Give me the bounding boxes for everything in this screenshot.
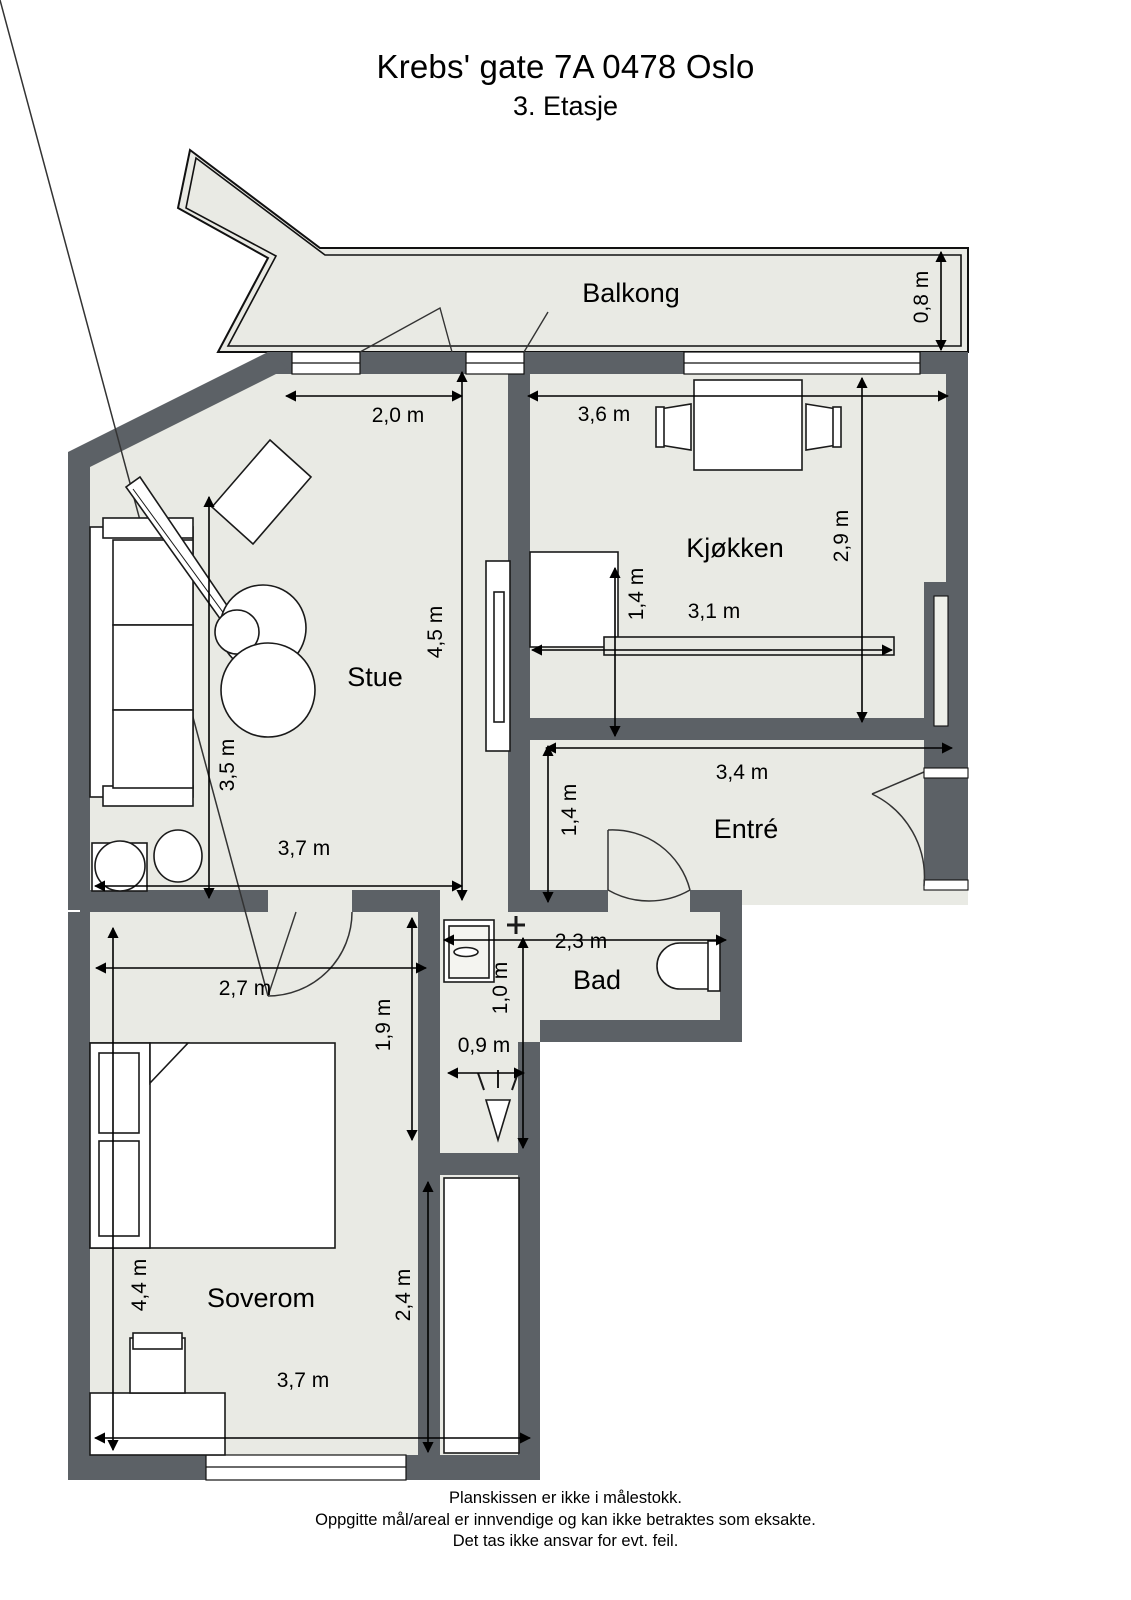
dimlabel-stue-inner-h: 3,5 m [216,739,239,792]
dimlabel-soverom-right-h: 2,4 m [392,1269,415,1322]
room-label-bad: Bad [573,965,621,995]
dimlabel-soverom-top-w: 2,7 m [219,977,272,1000]
disclaimer-line-3: Det tas ikke ansvar for evt. feil. [452,1532,679,1550]
bathroom-door[interactable] [607,829,691,902]
dining-table [693,379,803,471]
dimlabel-kjokken-inner-w: 3,1 m [688,600,741,623]
sofa [89,517,194,807]
dimlabel-entre-height: 1,4 m [558,784,581,837]
balcony-door-middle-swing [523,311,549,353]
wall-bedroom-right [418,1175,440,1455]
wall-angled-upper-left [68,352,288,468]
balcony-outline [176,148,969,353]
balcony-area [176,148,969,353]
room-labels: Balkong Kjøkken Stue Entré Bad Soverom [207,278,784,1313]
wall-right-upper [946,352,968,582]
coffee-table [210,438,313,546]
dimlabel-kjokken-width: 3,6 m [578,403,631,426]
room-label-soverom: Soverom [207,1283,315,1313]
livingroom-window[interactable] [933,595,949,727]
wall-stue-bottom-a [80,890,268,912]
disclaimer-line-2: Oppgitte mål/areal er innvendige og kan … [315,1510,816,1529]
wall-bath-bottom [540,1020,742,1042]
chair [129,1332,186,1394]
armchair [220,642,316,738]
dimlabel-bad-height: 1,0 m [489,962,512,1015]
wall-entre-bottom-a [530,890,608,912]
dimlabel-entre-width: 3,4 m [716,761,769,784]
dimlabel-kjokken-height: 2,9 m [830,510,853,563]
balcony-railing-inner [185,156,962,347]
dimlabel-stue-top-width: 2,0 m [372,404,425,427]
dimlabel-bad-width: 2,3 m [555,930,608,953]
bedroom-window[interactable] [205,1454,407,1481]
disclaimer: Planskissen er ikke i målestokk. Oppgitt… [0,1488,1131,1553]
room-label-kjokken: Kjøkken [686,533,784,563]
dimension-labels: 0,8 m 2,0 m 3,6 m 2,9 m 3,1 m 1,4 m 4,5 … [128,271,933,1392]
dimlabel-soverom-width: 3,7 m [277,1369,330,1392]
desk [89,1392,226,1456]
wall-bath-left [418,890,440,1175]
dining-chairs [655,403,842,451]
tv-unit [485,560,511,752]
washbasin [443,919,495,983]
faucet-icon [507,916,525,934]
wall-kitchen-left-upper [508,352,530,552]
dimlabel-kjokken-inner-h: 1,4 m [625,568,648,621]
balcony-door-left[interactable] [291,351,361,375]
wall-entre-bottom-b [690,890,742,912]
wardrobe [443,1177,520,1454]
dimension-lines [93,250,954,1454]
double-bed [89,1042,336,1249]
wall-entry-door-jamb [924,852,968,888]
wall-kitchen-left-lower [508,552,530,912]
wall-bedroom-left [68,912,90,1455]
dimlabel-soverom-inner-h: 1,9 m [372,999,395,1052]
kitchen-window[interactable] [683,351,921,375]
balcony-door-middle[interactable] [465,351,525,375]
balcony-door-left-swing [359,306,453,353]
wall-bath-alcove-bottom [418,1153,540,1175]
dimlabel-soverom-height: 4,4 m [128,1259,151,1312]
wall-lower-right-outer [518,1175,540,1455]
room-label-stue: Stue [347,662,403,692]
room-label-entre: Entré [714,814,779,844]
dimlabel-stue-height: 4,5 m [424,606,447,659]
wall-left-stue [68,452,90,910]
dimlabel-balkong-depth: 0,8 m [910,271,933,324]
entrance-door[interactable] [871,767,969,891]
toilet [656,940,721,992]
wall-kitchen-bottom [530,718,946,740]
dimlabel-bad-alcove-w: 0,9 m [458,1034,511,1057]
disclaimer-line-1: Planskissen er ikke i målestokk. [449,1489,682,1507]
dimlabel-stue-width: 3,7 m [278,837,331,860]
room-label-balkong: Balkong [582,278,680,308]
